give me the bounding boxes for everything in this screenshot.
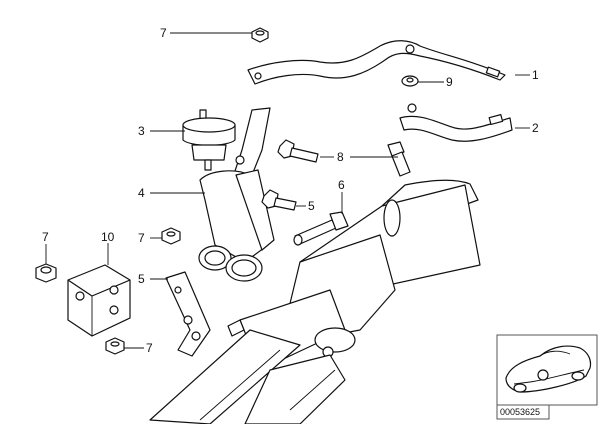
callout-1: 1 — [532, 68, 539, 82]
callout-9: 9 — [446, 75, 453, 89]
vehicle-locator-inset: 00053625 — [496, 334, 598, 420]
part-lower-clamp — [399, 103, 513, 142]
callout-labels: 7 1 9 2 3 8 4 5 6 7 7 10 5 7 — [42, 26, 539, 355]
part-bolt-right — [387, 141, 411, 177]
part-lower-bracket — [165, 271, 245, 357]
callout-10: 10 — [101, 230, 115, 244]
part-rubber-block — [67, 264, 131, 337]
part-bolt-upper — [277, 139, 319, 163]
callout-5-middle: 5 — [308, 199, 315, 213]
part-nut-left — [35, 263, 57, 283]
part-upper-clamp — [247, 40, 506, 85]
callout-4: 4 — [138, 186, 145, 200]
part-long-bolt — [293, 211, 349, 246]
callout-6: 6 — [338, 178, 345, 192]
part-hanger-bracket — [198, 107, 275, 282]
callout-5-lower: 5 — [138, 272, 145, 286]
inset-id-box — [496, 404, 550, 420]
part-washer — [401, 75, 419, 87]
part-nut-bottom — [105, 337, 125, 355]
callout-7-middle: 7 — [138, 231, 145, 245]
part-bolt-middle — [261, 189, 297, 211]
callout-8: 8 — [337, 150, 344, 164]
part-nut-top — [251, 27, 269, 43]
callout-7-top: 7 — [160, 26, 167, 40]
inset-image-id: 00053625 — [500, 407, 540, 417]
callout-7-left: 7 — [42, 230, 49, 244]
callout-2: 2 — [532, 121, 539, 135]
part-rubber-mount — [182, 109, 236, 171]
leader-lines — [45, 32, 530, 349]
exhaust-system — [149, 179, 481, 424]
part-nut-middle — [161, 227, 181, 245]
callout-7-bottom: 7 — [146, 341, 153, 355]
callout-3: 3 — [138, 124, 145, 138]
